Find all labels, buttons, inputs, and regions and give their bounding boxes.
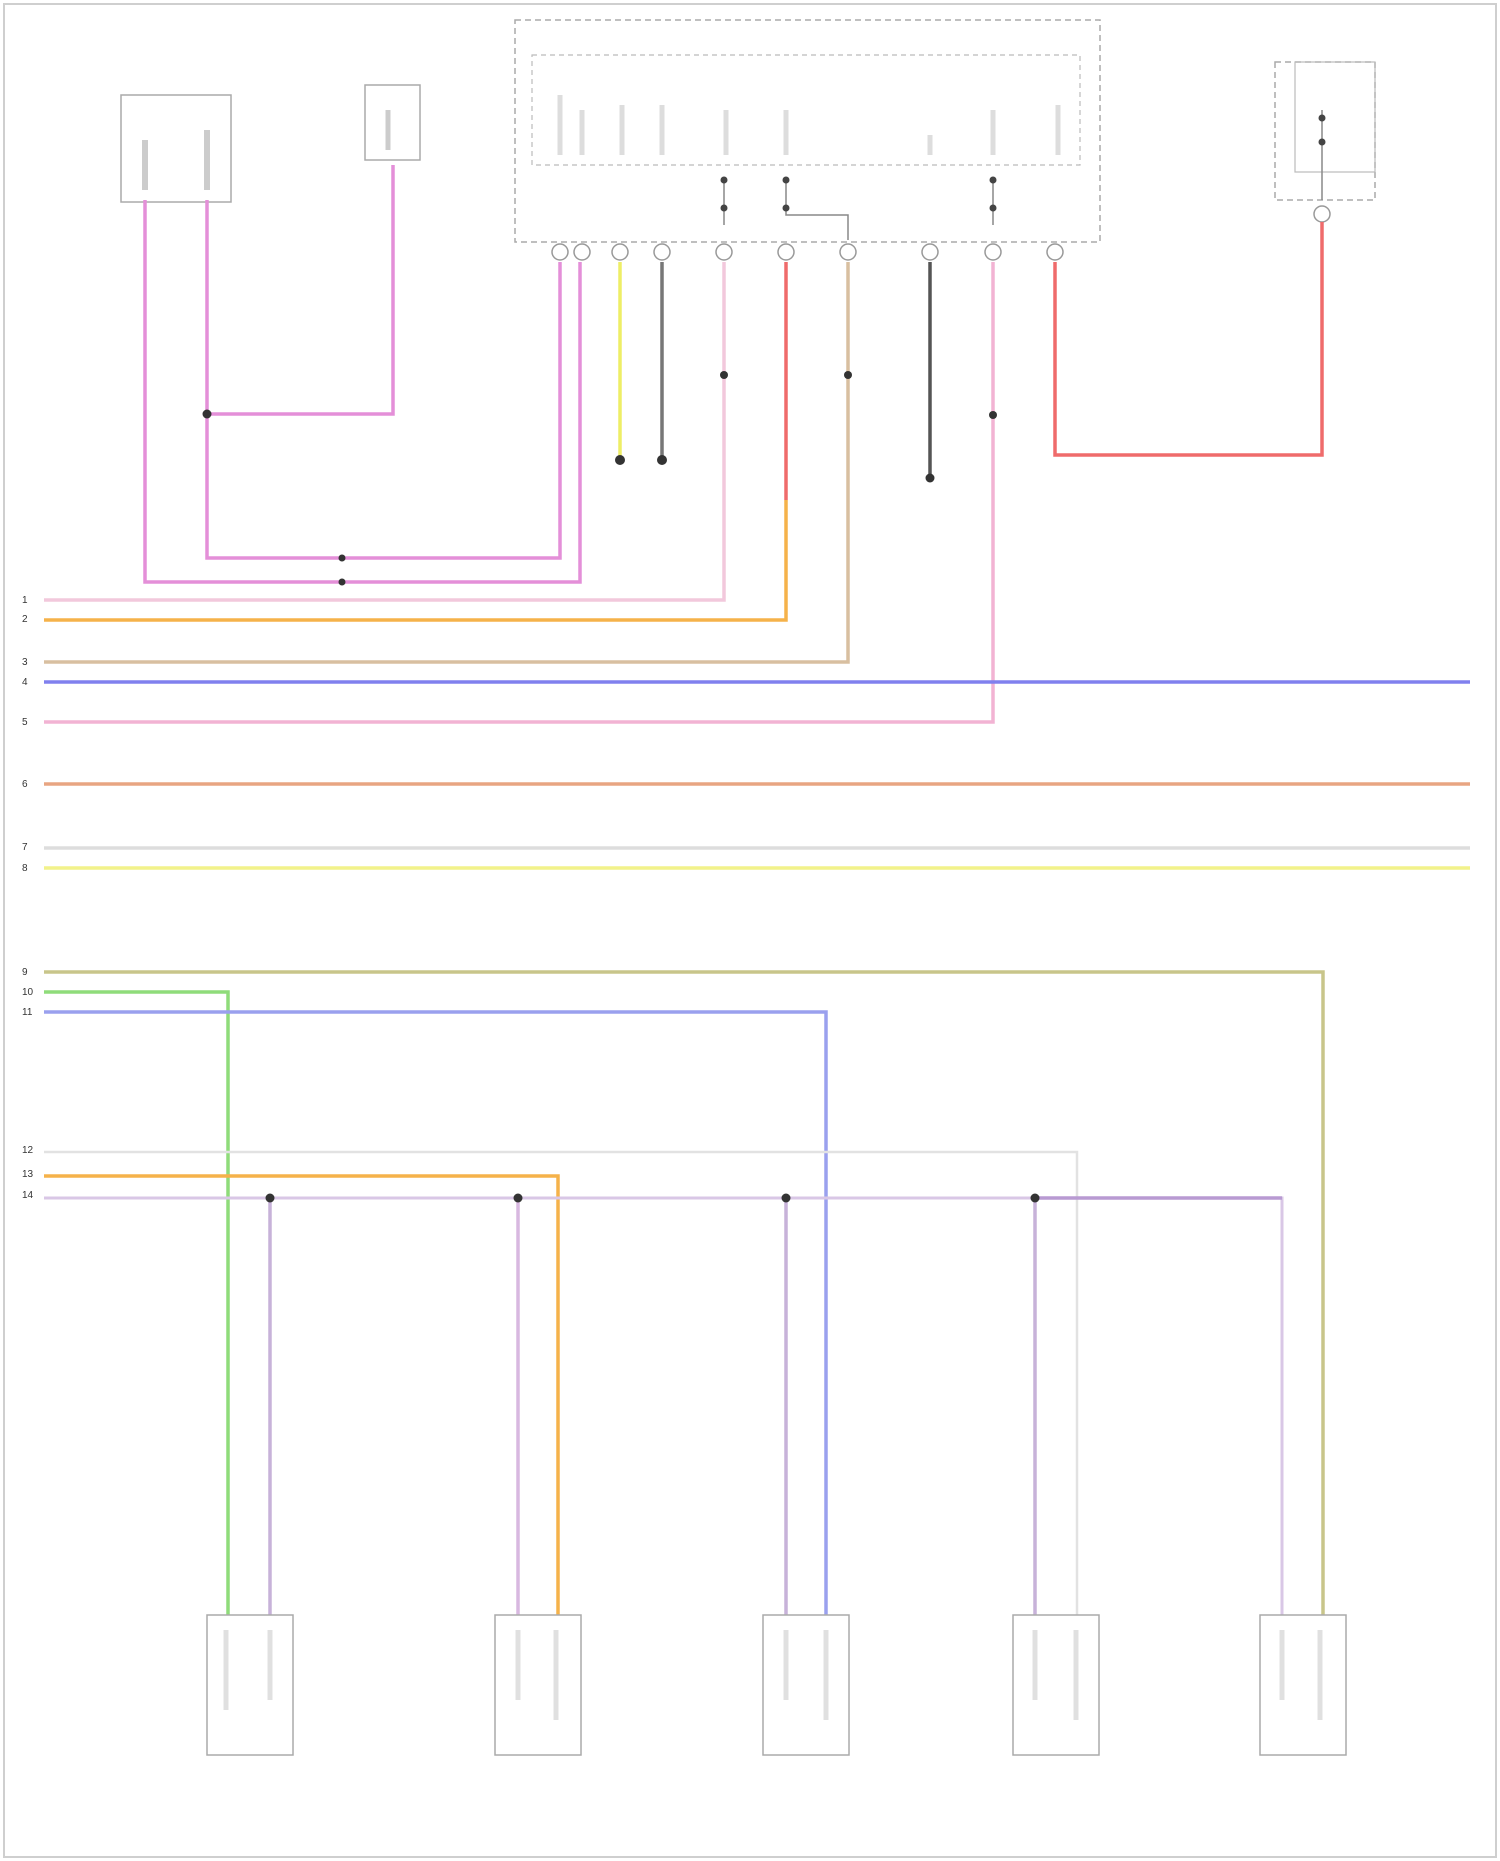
sensor-box-4 bbox=[1013, 1615, 1099, 1755]
relay-box bbox=[1275, 62, 1375, 222]
sensor-box-5 bbox=[1260, 1615, 1346, 1755]
svg-text:9: 9 bbox=[22, 967, 28, 978]
svg-text:7: 7 bbox=[22, 842, 28, 853]
svg-text:11: 11 bbox=[22, 1007, 33, 1018]
svg-text:8: 8 bbox=[22, 863, 28, 874]
top-wires bbox=[44, 165, 1322, 722]
svg-text:10: 10 bbox=[22, 987, 34, 998]
svg-text:13: 13 bbox=[22, 1169, 34, 1180]
svg-text:2: 2 bbox=[22, 614, 28, 625]
svg-text:1: 1 bbox=[22, 595, 28, 606]
connector-top-left bbox=[121, 95, 231, 202]
sensor-box-3 bbox=[763, 1615, 849, 1755]
control-module bbox=[515, 20, 1100, 260]
bottom-sensors bbox=[207, 1615, 1346, 1755]
svg-text:6: 6 bbox=[22, 779, 28, 790]
svg-text:3: 3 bbox=[22, 657, 28, 668]
lower-wires bbox=[44, 972, 1323, 1615]
sensor-box-2 bbox=[495, 1615, 581, 1755]
svg-text:12: 12 bbox=[22, 1145, 34, 1156]
splice-dots-top bbox=[203, 371, 998, 586]
sensor-box-1 bbox=[207, 1615, 293, 1755]
svg-text:5: 5 bbox=[22, 717, 28, 728]
svg-text:4: 4 bbox=[22, 677, 28, 688]
connector-top-middle bbox=[365, 85, 420, 160]
svg-text:14: 14 bbox=[22, 1190, 34, 1201]
bus-lines bbox=[44, 682, 1470, 868]
